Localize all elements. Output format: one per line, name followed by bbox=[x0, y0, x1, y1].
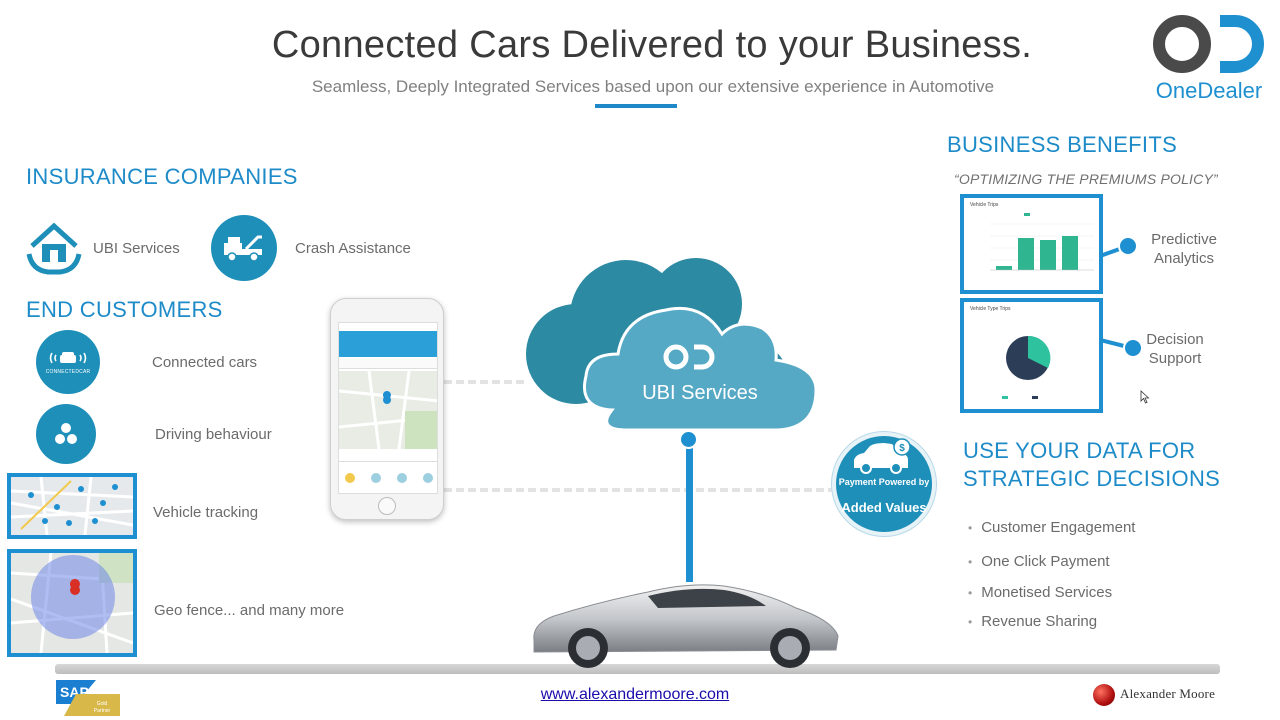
svg-text:$: $ bbox=[899, 443, 905, 454]
strategic-heading-line2: STRATEGIC DECISIONS bbox=[963, 466, 1221, 491]
connected-car-icon: CONNECTEDCAR bbox=[36, 330, 100, 394]
vehicle-trips-card: Vehicle Trips bbox=[960, 194, 1103, 294]
business-quote: “OPTIMIZING THE PREMIUMS POLICY” bbox=[954, 171, 1218, 187]
ubi-services-label: UBI Services bbox=[93, 240, 180, 257]
payment-line2: Added Values bbox=[841, 500, 927, 515]
house-hands-icon bbox=[26, 222, 82, 275]
decision-connector bbox=[1100, 338, 1143, 358]
app-header-bar bbox=[339, 331, 437, 357]
page-title: Connected Cars Delivered to your Busines… bbox=[271, 24, 1033, 66]
vehicle-type-trips-card: Vehicle Type Trips bbox=[960, 298, 1103, 413]
strategic-decisions-heading: USE YOUR DATA FOR STRATEGIC DECISIONS bbox=[963, 437, 1220, 493]
title-underline bbox=[595, 104, 677, 108]
ground-line bbox=[55, 664, 1220, 674]
bullet-item: •Monetised Services bbox=[968, 584, 1113, 601]
vehicle-trips-title: Vehicle Trips bbox=[970, 202, 999, 208]
predictive-analytics-label: Predictive Analytics bbox=[1151, 231, 1217, 267]
alexander-moore-name: Alexander Moore bbox=[1120, 686, 1216, 701]
payment-line1: Payment Powered by bbox=[838, 477, 930, 487]
vehicle-trips-bar-chart bbox=[990, 213, 1094, 271]
driving-behaviour-label: Driving behaviour bbox=[155, 426, 272, 443]
predictive-connector bbox=[1100, 236, 1138, 258]
onedealer-cloud-icon bbox=[663, 344, 715, 370]
svg-text:Partner: Partner bbox=[94, 708, 111, 714]
vehicle-type-trips-title: Vehicle Type Trips bbox=[970, 306, 1011, 312]
vehicle-type-pie-chart bbox=[1002, 335, 1051, 399]
crash-assistance-label: Crash Assistance bbox=[295, 240, 411, 257]
tow-truck-icon bbox=[211, 215, 277, 281]
svg-text:Gold: Gold bbox=[97, 701, 108, 707]
strategic-heading-line1: USE YOUR DATA FOR bbox=[963, 438, 1196, 463]
page-subtitle: Seamless, Deeply Integrated Services bas… bbox=[311, 77, 995, 96]
connected-cars-label: Connected cars bbox=[152, 354, 258, 371]
onedealer-logo-text: OneDealer bbox=[1155, 78, 1263, 103]
cloud-connector-dot bbox=[679, 430, 698, 449]
end-customers-heading: END CUSTOMERS bbox=[26, 297, 223, 322]
geo-fence-label: Geo fence... and many more bbox=[154, 602, 345, 619]
driver-icon bbox=[36, 404, 96, 464]
bullet-item: •Revenue Sharing bbox=[968, 613, 1098, 630]
phone-home-button bbox=[378, 497, 396, 515]
vehicle-tracking-label: Vehicle tracking bbox=[153, 504, 259, 521]
app-map bbox=[339, 370, 437, 450]
car-payment-icon: $ bbox=[854, 438, 911, 474]
vehicle-position-bar bbox=[339, 359, 437, 369]
silver-sports-car bbox=[533, 584, 839, 668]
cloud-ubi-services-label: UBI Services bbox=[642, 382, 758, 404]
bullet-item: •One Click Payment bbox=[968, 553, 1110, 570]
engine-measurements bbox=[345, 473, 433, 483]
vehicle-tracking-map bbox=[7, 473, 137, 539]
mouse-cursor-icon bbox=[1140, 390, 1150, 404]
phone-to-payment-connector bbox=[444, 488, 836, 492]
sap-gold-partner-logo: SAP Gold Partner bbox=[56, 680, 120, 716]
decision-support-label: Decision Support bbox=[1146, 331, 1204, 367]
alexander-moore-logo bbox=[1093, 684, 1115, 706]
cloud-graphic bbox=[526, 258, 818, 432]
website-link[interactable]: www.alexandermoore.com bbox=[540, 686, 730, 703]
business-benefits-heading: BUSINESS BENEFITS bbox=[947, 132, 1178, 157]
connected-car-icon-caption: CONNECTEDCAR bbox=[45, 369, 91, 375]
onedealer-logo bbox=[1153, 15, 1264, 73]
geofence-map bbox=[7, 549, 137, 657]
insurance-heading: INSURANCE COMPANIES bbox=[26, 164, 298, 189]
bullet-item: •Customer Engagement bbox=[968, 519, 1136, 536]
phone-app-screen bbox=[338, 322, 438, 494]
cloud-to-car-line bbox=[686, 440, 693, 582]
phone-to-cloud-connector bbox=[444, 380, 524, 384]
